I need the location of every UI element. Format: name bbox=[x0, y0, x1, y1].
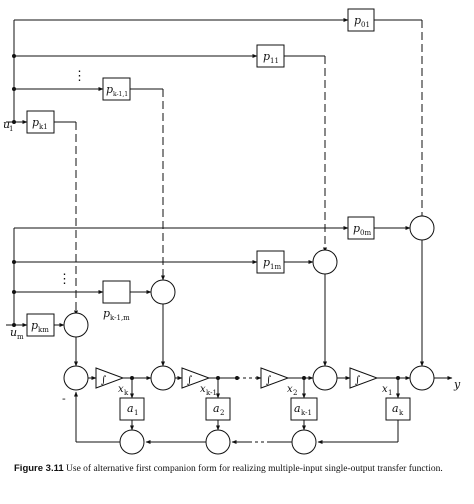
state-xk-sub: k bbox=[124, 389, 129, 397]
caption-label: Figure 3.11 bbox=[14, 463, 64, 474]
label-pk-1-m: p bbox=[103, 307, 110, 320]
svg-text:0m: 0m bbox=[360, 229, 371, 237]
state-xk-label: x bbox=[118, 384, 124, 395]
svg-text:a: a bbox=[392, 402, 399, 415]
input-u1-sub: 1 bbox=[9, 125, 13, 133]
ellipsis-top: ⋮ bbox=[73, 69, 86, 84]
gain-pk1: p k1 bbox=[26, 110, 55, 134]
figure-caption: Figure 3.11 Use of alternative first com… bbox=[14, 463, 464, 475]
svg-text:p: p bbox=[263, 50, 270, 63]
gain-p0m: p 0m bbox=[347, 216, 375, 240]
svg-text:p: p bbox=[106, 83, 113, 96]
svg-text:2: 2 bbox=[220, 409, 224, 417]
svg-text:p: p bbox=[263, 256, 270, 269]
minus-sign: - bbox=[62, 392, 66, 405]
gain-ak: a k bbox=[385, 397, 411, 421]
gain-pk-1-1: p k-1,1 bbox=[102, 77, 131, 101]
integrator-symbol-1: ∫ bbox=[355, 375, 360, 386]
junction-dots bbox=[12, 54, 400, 380]
label-pk-1-m-sub: k-1,m bbox=[110, 314, 130, 322]
input-um-sub: m bbox=[17, 333, 24, 341]
output-y-label: y bbox=[453, 378, 461, 391]
integrator-symbol-k-1: ∫ bbox=[187, 375, 192, 386]
integrators bbox=[95, 367, 379, 389]
gain-p01: p 01 bbox=[347, 8, 375, 32]
caption-text: Use of alternative first companion form … bbox=[66, 464, 443, 474]
gain-a2: a 2 bbox=[205, 397, 231, 421]
input-um-label: u bbox=[10, 326, 17, 339]
state-x2-label: x bbox=[287, 384, 293, 395]
gain-ak-1: a k-1 bbox=[290, 397, 318, 421]
ellipsis-bottom: ⋮ bbox=[58, 272, 71, 287]
svg-text:a: a bbox=[213, 402, 220, 415]
gain-p1m: p 1m bbox=[256, 250, 285, 274]
svg-text:11: 11 bbox=[270, 57, 279, 65]
svg-text:a: a bbox=[127, 402, 134, 415]
gain-p11: p 11 bbox=[256, 44, 285, 68]
svg-text:01: 01 bbox=[361, 21, 370, 29]
svg-text:1: 1 bbox=[134, 409, 138, 417]
svg-text:km: km bbox=[38, 326, 49, 334]
svg-text:p: p bbox=[354, 14, 361, 27]
state-xk-1-label: x bbox=[200, 384, 206, 395]
svg-text:p: p bbox=[353, 222, 360, 235]
svg-text:a: a bbox=[294, 402, 301, 415]
state-x1-label: x bbox=[382, 384, 388, 395]
input-u1-label: u bbox=[3, 118, 10, 131]
integrator-symbol-k: ∫ bbox=[101, 375, 106, 386]
integrator-symbol-2: ∫ bbox=[266, 375, 271, 386]
state-xk-1-sub: k-1 bbox=[206, 389, 217, 397]
svg-text:k-1,1: k-1,1 bbox=[113, 91, 128, 98]
state-x2-sub: 2 bbox=[293, 389, 297, 397]
gain-a1: a 1 bbox=[119, 397, 145, 421]
gain-pk-1-m bbox=[102, 280, 131, 304]
svg-text:k1: k1 bbox=[39, 123, 48, 131]
summing-junctions bbox=[63, 215, 435, 455]
state-x1-sub: 1 bbox=[388, 389, 392, 397]
svg-text:k-1: k-1 bbox=[301, 409, 312, 417]
svg-text:p: p bbox=[31, 319, 38, 332]
svg-text:k: k bbox=[399, 409, 404, 417]
svg-text:p: p bbox=[32, 116, 39, 129]
svg-text:1m: 1m bbox=[270, 263, 281, 271]
gain-pkm: p km bbox=[26, 313, 55, 337]
